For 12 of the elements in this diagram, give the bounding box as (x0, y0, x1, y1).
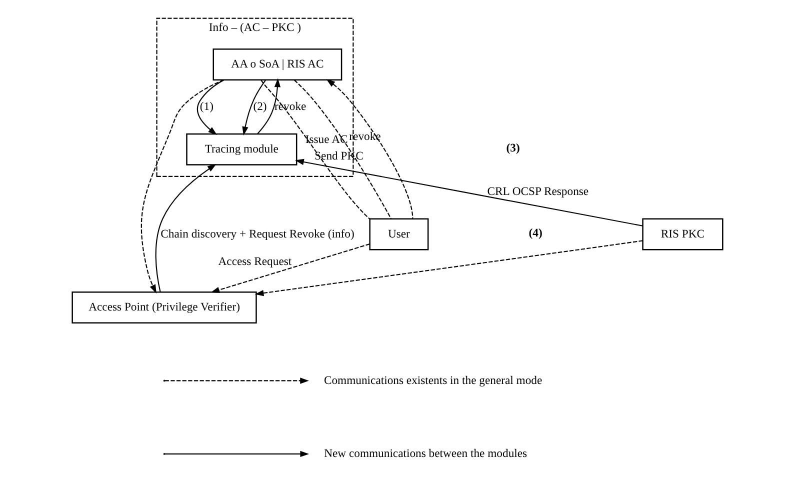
edge-label: (2) (252, 100, 266, 114)
edge-label: Issue AC (304, 133, 348, 146)
edge-label: Chain discovery + Request Revoke (info) (160, 227, 354, 240)
label: (4) (528, 226, 542, 240)
edge-label: Send PKC (314, 149, 363, 162)
edge-label: revoke (274, 100, 306, 114)
edge-label: CRL OCSP Response (486, 184, 588, 198)
label: (3) (506, 142, 520, 155)
legend-label: Communications existents in the general mode (323, 374, 542, 387)
edge-label: Access Request (218, 254, 292, 268)
edge-label: (1) (199, 100, 214, 114)
legend-label: New communications between the modules (324, 447, 527, 460)
